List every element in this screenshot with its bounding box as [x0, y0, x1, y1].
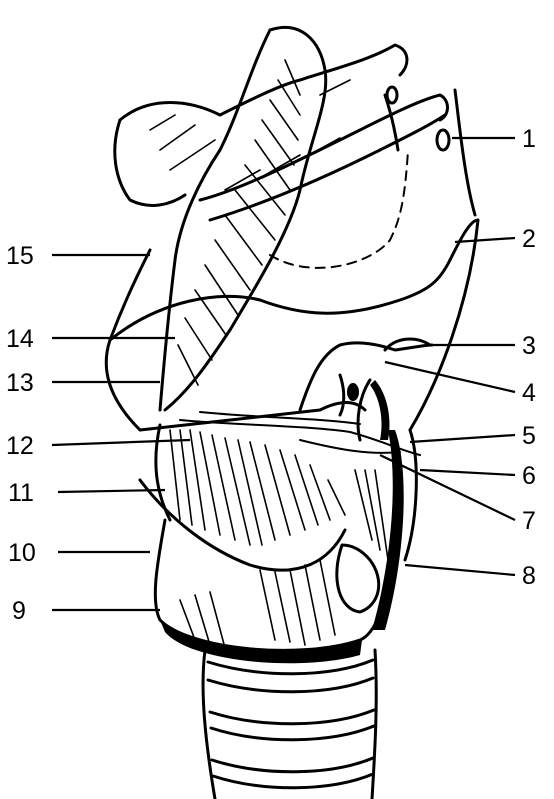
epiglottis: [160, 27, 326, 410]
label-8: 8: [522, 562, 536, 590]
label-4: 4: [522, 379, 536, 407]
label-12: 12: [6, 432, 34, 460]
leader-12: [52, 440, 190, 445]
label-14: 14: [6, 325, 34, 353]
label-7: 7: [522, 507, 536, 535]
leader-4: [385, 362, 515, 392]
label-1: 1: [522, 125, 536, 153]
leader-2: [455, 238, 515, 242]
label-9: 9: [12, 597, 26, 625]
label-3: 3: [522, 332, 536, 360]
trachea: [203, 650, 376, 799]
label-11: 11: [8, 479, 34, 507]
label-10: 10: [8, 539, 36, 567]
label-5: 5: [522, 422, 536, 450]
label-15: 15: [6, 242, 34, 270]
leader-lines: [52, 138, 515, 610]
hyoid-bone: [115, 45, 449, 220]
leader-6: [420, 470, 515, 475]
label-13: 13: [6, 369, 34, 397]
label-2: 2: [522, 225, 536, 253]
label-6: 6: [522, 462, 536, 490]
leader-8: [405, 565, 515, 575]
leader-5: [410, 435, 515, 442]
